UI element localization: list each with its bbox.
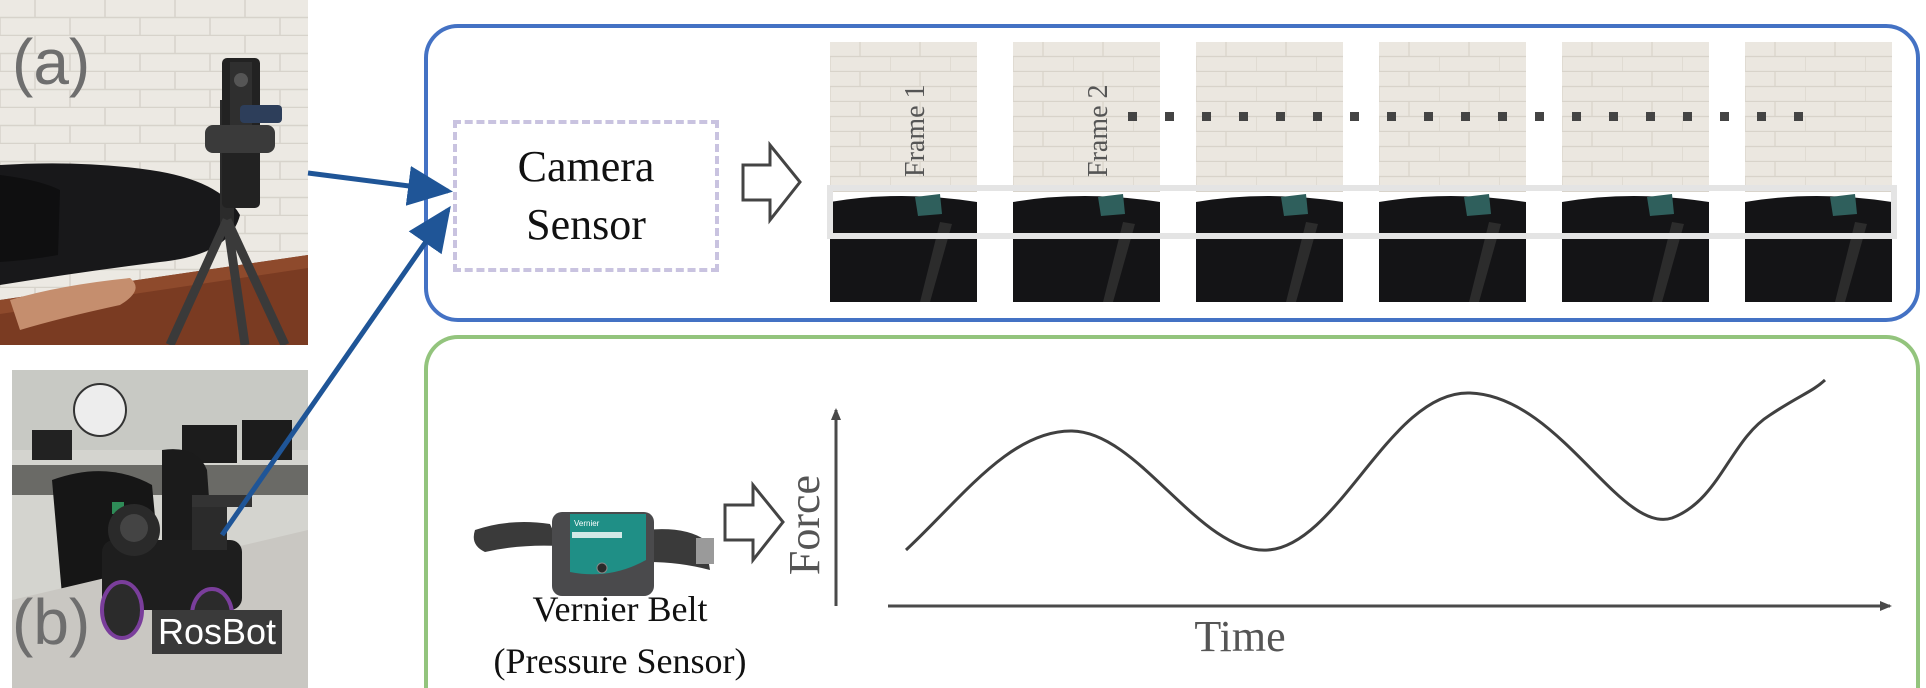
belt-label-line1: Vernier Belt xyxy=(532,589,708,629)
sequence-dot xyxy=(1720,112,1729,121)
force-curve xyxy=(904,378,1827,552)
video-frame xyxy=(1379,42,1526,302)
frame-crop-band xyxy=(827,185,1897,239)
sequence-dot xyxy=(1165,112,1174,121)
x-axis-label: Time xyxy=(1194,612,1286,661)
sequence-dot xyxy=(1572,112,1581,121)
arrow-rosbot-to-camera xyxy=(219,205,451,537)
panel-b-label: (b) xyxy=(12,586,91,658)
panel-a-label: (a) xyxy=(12,26,91,98)
sequence-dot xyxy=(1609,112,1618,121)
camera-sensor-label-line1: Camera xyxy=(517,142,655,191)
belt-device-text: Vernier xyxy=(574,519,600,528)
sequence-dot xyxy=(1276,112,1285,121)
hollow-arrow-camera xyxy=(741,140,802,225)
camera-sensor-box xyxy=(453,120,719,272)
sequence-dot xyxy=(1350,112,1359,121)
sequence-dot xyxy=(1239,112,1248,121)
video-frame: Frame 1 xyxy=(830,42,977,302)
arrow-phone-to-camera xyxy=(307,166,453,206)
video-frame xyxy=(1745,42,1892,302)
sequence-dot xyxy=(1646,112,1655,121)
camera-sensor-label-line2: Sensor xyxy=(526,200,646,249)
rosbot-label: RosBot xyxy=(152,610,283,654)
sequence-dot xyxy=(1313,112,1322,121)
sequence-dot xyxy=(1424,112,1433,121)
belt-label-line2: (Pressure Sensor) xyxy=(493,641,747,681)
photo-a-illustration xyxy=(0,0,308,345)
sequence-dot xyxy=(1128,112,1137,121)
photo-a-camera-setup xyxy=(0,0,308,345)
sequence-dot xyxy=(1498,112,1507,121)
sequence-dot xyxy=(1202,112,1211,121)
hollow-arrow-belt xyxy=(723,480,785,565)
sequence-dot xyxy=(1461,112,1470,121)
force-pipeline-box xyxy=(424,335,1920,688)
vernier-belt-device: Vernier xyxy=(473,512,714,596)
sequence-dot xyxy=(1683,112,1692,121)
sequence-dot xyxy=(1387,112,1396,121)
sequence-dot xyxy=(1794,112,1803,121)
frame-sequence-dots xyxy=(1128,112,1803,121)
sequence-dot xyxy=(1757,112,1766,121)
sequence-dot xyxy=(1535,112,1544,121)
